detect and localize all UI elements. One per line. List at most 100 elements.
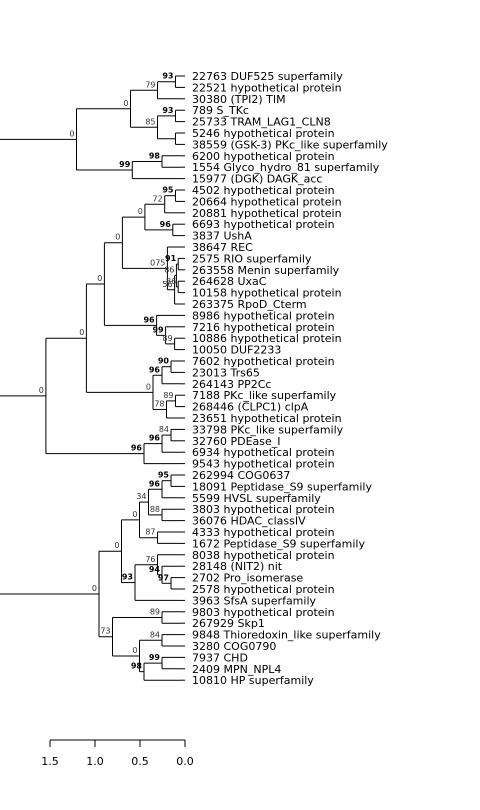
bootstrap-value: 90	[158, 357, 170, 366]
leaf-label: 38647 REC	[192, 241, 253, 254]
axis-tick-label: 1.0	[86, 755, 104, 768]
bootstrap-value: 99	[149, 653, 161, 662]
leaf-label: 2575 RIO superfamily	[192, 252, 312, 265]
tree-branches	[0, 75, 185, 681]
leaf-label: 25733 TRAM_LAG1_CLN8	[192, 116, 331, 129]
bootstrap-value: 96	[131, 444, 143, 453]
bootstrap-value: 86	[164, 266, 174, 275]
bootstrap-value: 79	[145, 80, 155, 89]
bootstrap-value: 84	[159, 425, 169, 434]
bootstrap-value: 94	[149, 565, 161, 574]
bootstrap-value: 0	[69, 129, 74, 138]
bootstrap-value: 96	[149, 434, 161, 443]
bootstrap-value: 85	[145, 117, 155, 126]
leaf-label: 1672 Peptidase_S9 superfamily	[192, 537, 365, 550]
leaf-label: 15977 (DGK) DAGK_acc	[192, 173, 322, 186]
leaf-label: 262994 COG0637	[192, 469, 290, 482]
leaf-label: 38559 (GSK-3) PKc_like superfamily	[192, 138, 388, 151]
bootstrap-value: 93	[162, 106, 173, 115]
leaf-label: 2409 MPN_NPL4	[192, 663, 281, 676]
bootstrap-value: 95	[162, 186, 174, 195]
bootstrap-value: 91	[165, 254, 177, 263]
leaf-label: 3803 hypothetical protein	[192, 503, 335, 516]
leaf-label: 1554 Glyco_hydro_81 superfamily	[192, 161, 380, 174]
leaf-label: 5599 HVSL superfamily	[192, 492, 321, 505]
bootstrap-value: 98	[131, 662, 143, 671]
leaf-label: 32760 PDEase_I	[192, 435, 281, 448]
leaf-label: 3963 SfsA superfamily	[192, 594, 317, 607]
bootstrap-value: 78	[154, 399, 164, 408]
bootstrap-value: 72	[153, 194, 163, 203]
leaf-label: 6693 hypothetical protein	[192, 218, 335, 231]
bootstrap-value: 95	[158, 471, 170, 480]
leaf-label: 7188 PKc_like superfamily	[192, 389, 337, 402]
leaf-label: 268446 (CLPC1) clpA	[192, 401, 309, 414]
bootstrap-value: 0	[97, 274, 102, 283]
leaf-label: 264628 UxaC	[192, 275, 267, 288]
leaf-label: 10886 hypothetical protein	[192, 332, 342, 345]
leaf-label: 9543 hypothetical protein	[192, 458, 335, 471]
leaf-label: 8038 hypothetical protein	[192, 549, 335, 562]
leaf-label: 4502 hypothetical protein	[192, 184, 335, 197]
bootstrap-value: 0	[115, 233, 120, 242]
leaf-label: 3837 UshA	[192, 230, 252, 243]
leaf-label: 6200 hypothetical protein	[192, 150, 335, 163]
axis-tick-label: 1.5	[41, 755, 59, 768]
leaf-label: 2702 Pro_isomerase	[192, 572, 303, 585]
bootstrap-value: 0	[132, 510, 137, 519]
leaf-label: 2578 hypothetical protein	[192, 583, 335, 596]
bootstrap-value: 89	[163, 391, 173, 400]
bootstrap-value: 93	[162, 72, 173, 81]
leaf-label: 20881 hypothetical protein	[192, 207, 342, 220]
leaf-label: 263558 Menin superfamily	[192, 264, 340, 277]
leaf-label: 264143 PP2Cc	[192, 378, 271, 391]
bootstrap-value: 87	[145, 528, 155, 537]
leaf-label: 28148 (NIT2) nit	[192, 560, 283, 573]
bootstrap-value: 89	[150, 608, 160, 617]
leaf-label: 10158 hypothetical protein	[192, 287, 342, 300]
leaf-label: 7937 CHD	[192, 651, 248, 664]
bootstrap-value: 76	[145, 555, 155, 564]
leaf-label: 36076 HDAC_classIV	[192, 515, 306, 528]
bootstrap-value: 88	[150, 505, 160, 514]
bootstrap-value: 0	[39, 386, 44, 395]
bootstrap-value: 97	[158, 573, 169, 582]
bootstrap-value: 84	[150, 630, 160, 639]
leaf-label: 789 S_TKc	[192, 104, 249, 117]
bootstrap-value: 98	[149, 152, 161, 161]
bootstrap-value: 99	[119, 160, 131, 169]
bootstrap-value: 0	[132, 646, 137, 655]
leaf-label: 30380 (TPI2) TIM	[192, 93, 286, 106]
bootstrap-value: 56	[162, 280, 172, 289]
bootstrap-value: 89	[162, 334, 172, 343]
leaf-label: 5246 hypothetical protein	[192, 127, 335, 140]
bootstrap-labels: 9379938509899095729609186865607508999960…	[39, 72, 177, 671]
bootstrap-value: 075	[150, 258, 165, 267]
bootstrap-value: 86	[166, 277, 176, 286]
leaf-label: 8986 hypothetical protein	[192, 309, 335, 322]
leaf-label: 20664 hypothetical protein	[192, 195, 342, 208]
bootstrap-value: 93	[122, 573, 133, 582]
leaf-label: 6934 hypothetical protein	[192, 446, 335, 459]
bootstrap-value: 0	[123, 99, 128, 108]
leaf-label: 3280 COG0790	[192, 640, 276, 653]
bootstrap-value: 0	[146, 382, 151, 391]
bootstrap-value: 0	[92, 584, 97, 593]
bootstrap-value: 96	[143, 315, 155, 324]
leaf-label: 10050 DUF2233	[192, 344, 281, 357]
bootstrap-value: 96	[160, 220, 172, 229]
bootstrap-value: 99	[152, 325, 164, 334]
leaf-label: 18091 Peptidase_S9 superfamily	[192, 480, 372, 493]
bootstrap-value: 34	[136, 492, 146, 501]
leaf-label: 23013 Trs65	[192, 366, 260, 379]
bootstrap-value: 0	[79, 328, 84, 337]
bootstrap-value: 73	[100, 627, 110, 636]
leaf-label: 7216 hypothetical protein	[192, 321, 335, 334]
leaf-label: 263375 RpoD_Cterm	[192, 298, 307, 311]
leaf-label: 22521 hypothetical protein	[192, 81, 342, 94]
bootstrap-value: 0	[114, 541, 119, 550]
leaf-label: 33798 PKc_like superfamily	[192, 423, 344, 436]
